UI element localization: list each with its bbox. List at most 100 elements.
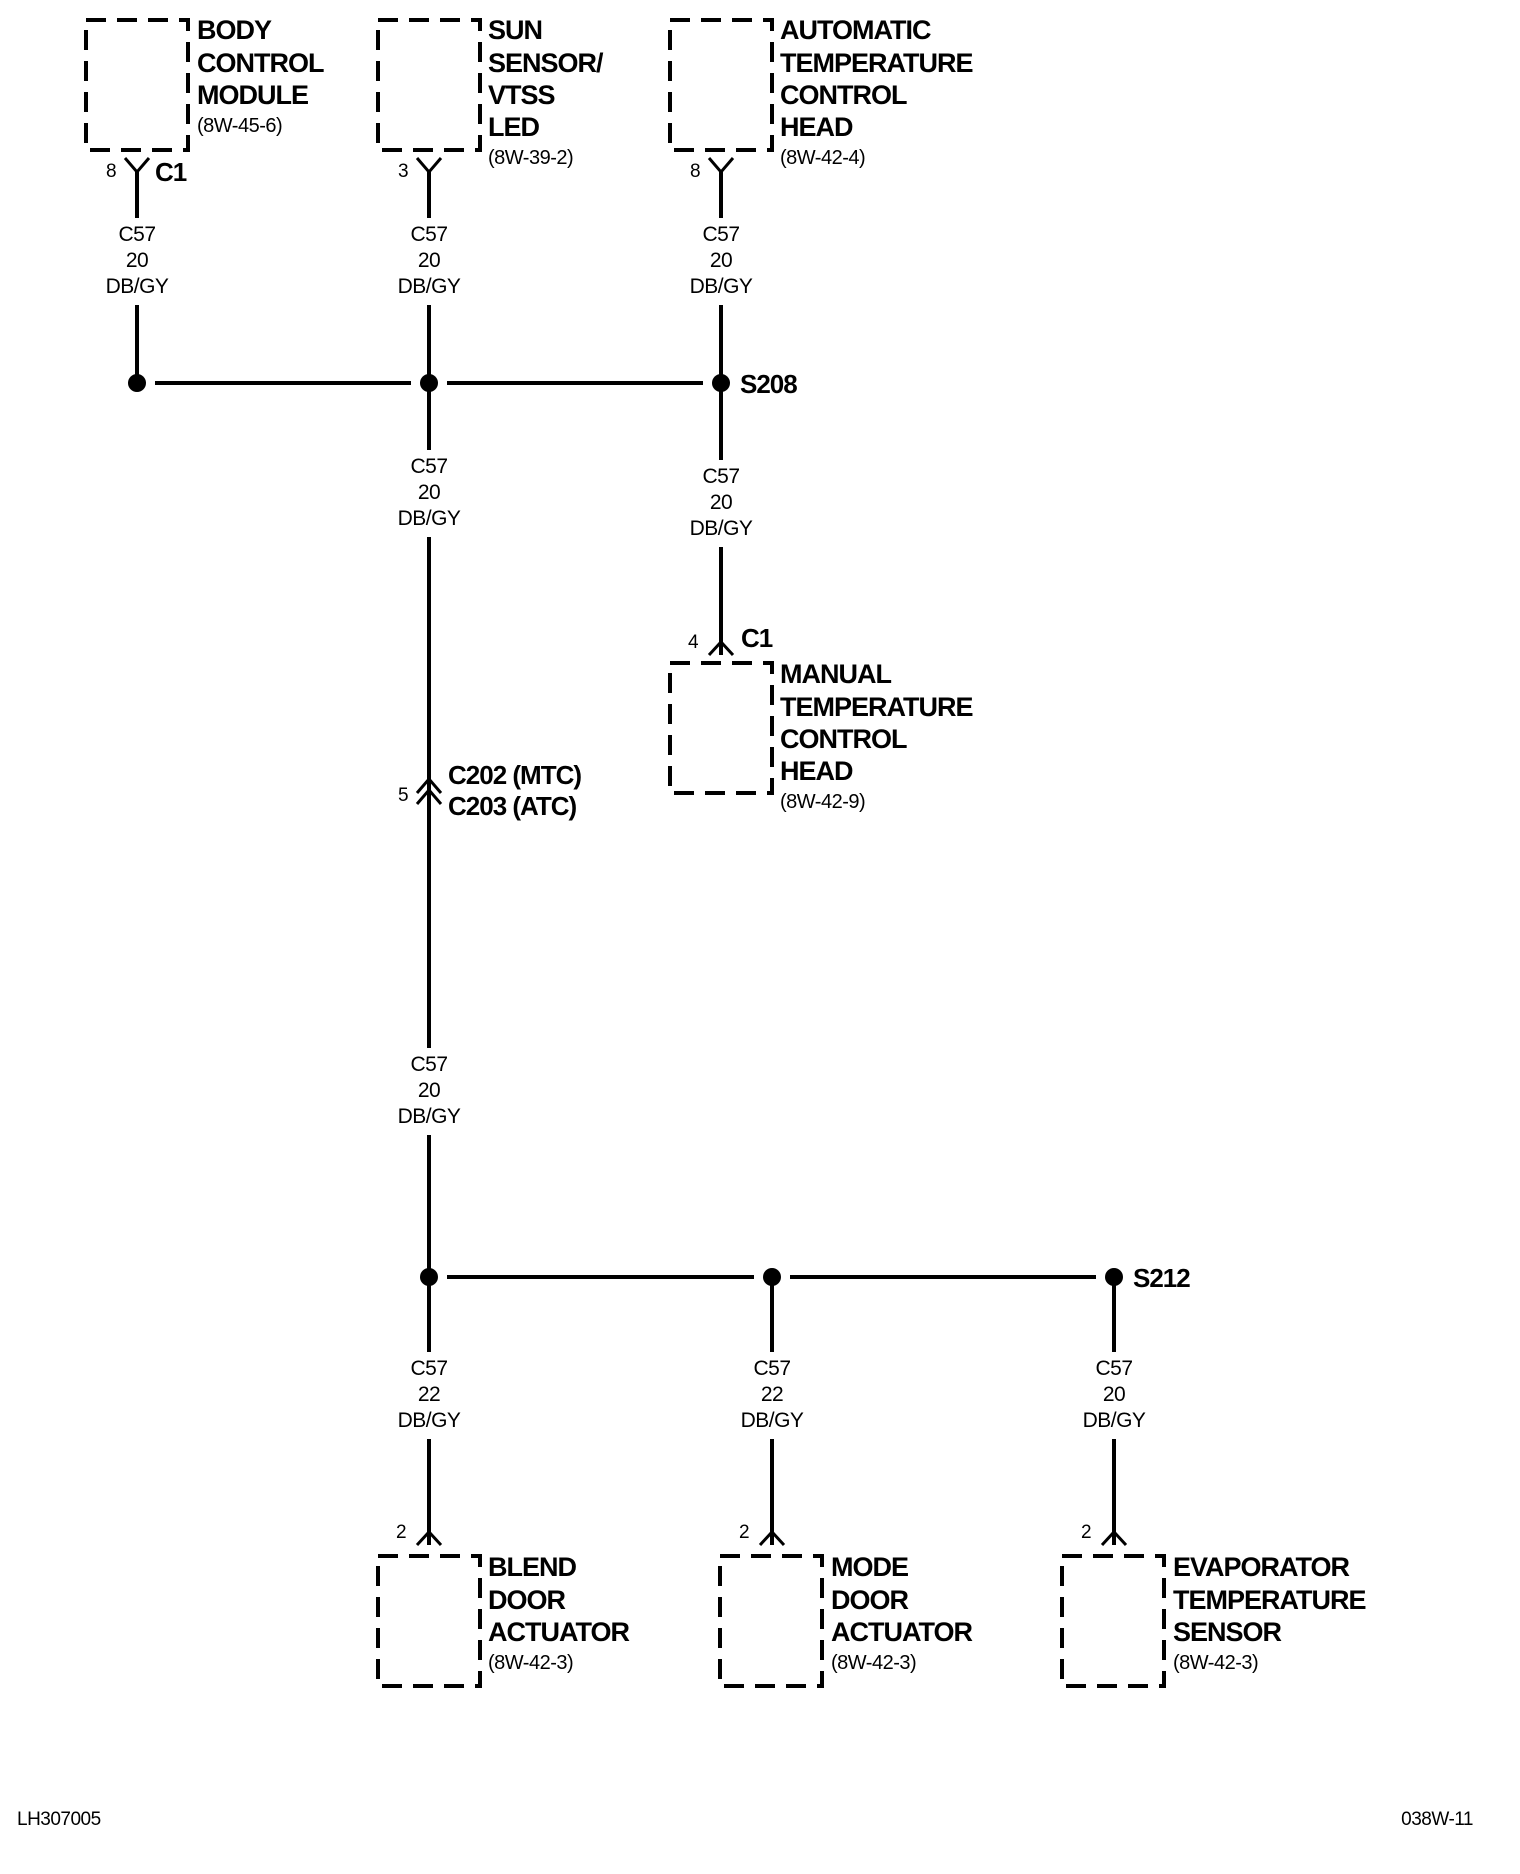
footer-right-code: 038W-11	[1401, 1809, 1473, 1830]
splice-s208: S208	[128, 369, 798, 399]
connector-label: C1	[741, 623, 773, 653]
pin-number: 8	[106, 161, 117, 182]
wire-circuit: C57	[410, 455, 447, 478]
wire-label-low: C57 20 DB/GY	[398, 1053, 462, 1128]
wire-gauge: 20	[710, 491, 732, 514]
wire-circuit: C57	[753, 1357, 790, 1380]
wire-circuit: C57	[410, 1053, 447, 1076]
component-label-line: VTSS	[488, 80, 555, 110]
component-label-line: SENSOR	[1173, 1617, 1282, 1647]
footer-left-code: LH307005	[17, 1809, 101, 1830]
connector-terminal-icon	[123, 157, 151, 175]
wire-circuit: C57	[118, 223, 155, 246]
connector-terminal-icon	[415, 157, 443, 175]
component-label-line: TEMPERATURE	[780, 692, 973, 722]
wire-gauge: 20	[418, 481, 440, 504]
component-blend-door-actuator: 2 BLEND DOOR ACTUATOR (8W-42-3)	[376, 1522, 630, 1688]
wire-gauge: 22	[418, 1383, 440, 1406]
wire-label-blend: C57 22 DB/GY	[398, 1357, 462, 1432]
component-label-line: CONTROL	[780, 80, 907, 110]
wire-gauge: 20	[1103, 1383, 1125, 1406]
splice-dot	[128, 374, 146, 392]
component-label-line: BODY	[197, 15, 272, 45]
component-evaporator-temperature-sensor: 2 EVAPORATOR TEMPERATURE SENSOR (8W-42-3…	[1060, 1522, 1367, 1688]
connector-terminal-icon	[758, 1529, 786, 1547]
component-label-line: MODULE	[197, 80, 308, 110]
wire-label-mid: C57 20 DB/GY	[398, 455, 462, 530]
inline-connector-c202-c203: 5 C202 (MTC) C203 (ATC)	[398, 760, 582, 821]
component-body-control-module: BODY CONTROL MODULE (8W-45-6) 8 C1	[84, 15, 325, 187]
component-automatic-temperature-control-head: AUTOMATIC TEMPERATURE CONTROL HEAD (8W-4…	[668, 15, 974, 182]
pin-number: 3	[398, 161, 409, 182]
component-label-line: TEMPERATURE	[1173, 1585, 1366, 1615]
wire-gauge: 20	[126, 249, 148, 272]
pin-number: 2	[396, 1522, 407, 1543]
wire-circuit: C57	[410, 223, 447, 246]
component-mode-door-actuator: 2 MODE DOOR ACTUATOR (8W-42-3)	[718, 1522, 973, 1688]
pin-number: 2	[1081, 1522, 1092, 1543]
component-label-line: TEMPERATURE	[780, 48, 973, 78]
wire-circuit: C57	[1095, 1357, 1132, 1380]
wire-color: DB/GY	[106, 275, 169, 298]
component-label-line: CONTROL	[197, 48, 324, 78]
wire-color: DB/GY	[1083, 1409, 1146, 1432]
component-ref: (8W-45-6)	[197, 115, 282, 137]
component-ref: (8W-42-3)	[1173, 1652, 1258, 1674]
pin-number: 4	[688, 632, 699, 653]
connector-terminal-icon	[707, 639, 735, 657]
wire-gauge: 20	[710, 249, 732, 272]
component-label-line: BLEND	[488, 1552, 576, 1582]
component-ref: (8W-42-9)	[780, 791, 865, 813]
component-ref: (8W-42-3)	[831, 1652, 916, 1674]
component-sun-sensor: SUN SENSOR/ VTSS LED (8W-39-2) 3	[376, 15, 605, 182]
connector-terminal-icon	[707, 157, 735, 175]
component-label-line: DOOR	[831, 1585, 909, 1615]
splice-label: S212	[1133, 1263, 1190, 1293]
component-label-line: AUTOMATIC	[780, 15, 931, 45]
connector-terminal-icon	[415, 1529, 443, 1547]
wire-color: DB/GY	[398, 275, 461, 298]
wire-gauge: 20	[418, 249, 440, 272]
wire-color: DB/GY	[398, 1409, 461, 1432]
wire-gauge: 20	[418, 1079, 440, 1102]
wire-color: DB/GY	[741, 1409, 804, 1432]
connector-terminal-icon	[415, 776, 443, 794]
component-label-line: ACTUATOR	[488, 1617, 629, 1647]
pin-number: 8	[690, 161, 701, 182]
wire-label-bcm: C57 20 DB/GY	[106, 223, 170, 298]
wire-color: DB/GY	[690, 275, 753, 298]
component-ref: (8W-39-2)	[488, 147, 573, 169]
wire-label-sun: C57 20 DB/GY	[398, 223, 462, 298]
component-label-line: SUN	[488, 15, 542, 45]
wire-color: DB/GY	[690, 517, 753, 540]
component-ref: (8W-42-4)	[780, 147, 865, 169]
pin-number: 2	[739, 1522, 750, 1543]
wire-label-mtc: C57 20 DB/GY	[690, 465, 754, 540]
component-label-line: HEAD	[780, 112, 853, 142]
pin-number: 5	[398, 785, 409, 806]
component-label-line: CONTROL	[780, 724, 907, 754]
component-label-line: EVAPORATOR	[1173, 1552, 1350, 1582]
splice-s212: S212	[420, 1263, 1191, 1293]
component-label-line: HEAD	[780, 756, 853, 786]
wire-circuit: C57	[702, 465, 739, 488]
wire-gauge: 22	[761, 1383, 783, 1406]
component-label-line: LED	[488, 112, 540, 142]
wire-circuit: C57	[410, 1357, 447, 1380]
wire-label-mode: C57 22 DB/GY	[741, 1357, 805, 1432]
component-label-line: ACTUATOR	[831, 1617, 972, 1647]
component-ref: (8W-42-3)	[488, 1652, 573, 1674]
wire-circuit: C57	[702, 223, 739, 246]
wire-color: DB/GY	[398, 507, 461, 530]
component-label-line: MANUAL	[780, 659, 891, 689]
connector-terminal-icon	[415, 787, 443, 805]
splice-label: S208	[740, 369, 797, 399]
connector-terminal-icon	[1100, 1529, 1128, 1547]
wire-label-atc: C57 20 DB/GY	[690, 223, 754, 298]
connector-label: C1	[155, 157, 187, 187]
connector-label: C202 (MTC)	[448, 760, 581, 790]
wire-label-evap: C57 20 DB/GY	[1083, 1357, 1147, 1432]
component-label-line: MODE	[831, 1552, 908, 1582]
component-label-line: SENSOR/	[488, 48, 604, 78]
